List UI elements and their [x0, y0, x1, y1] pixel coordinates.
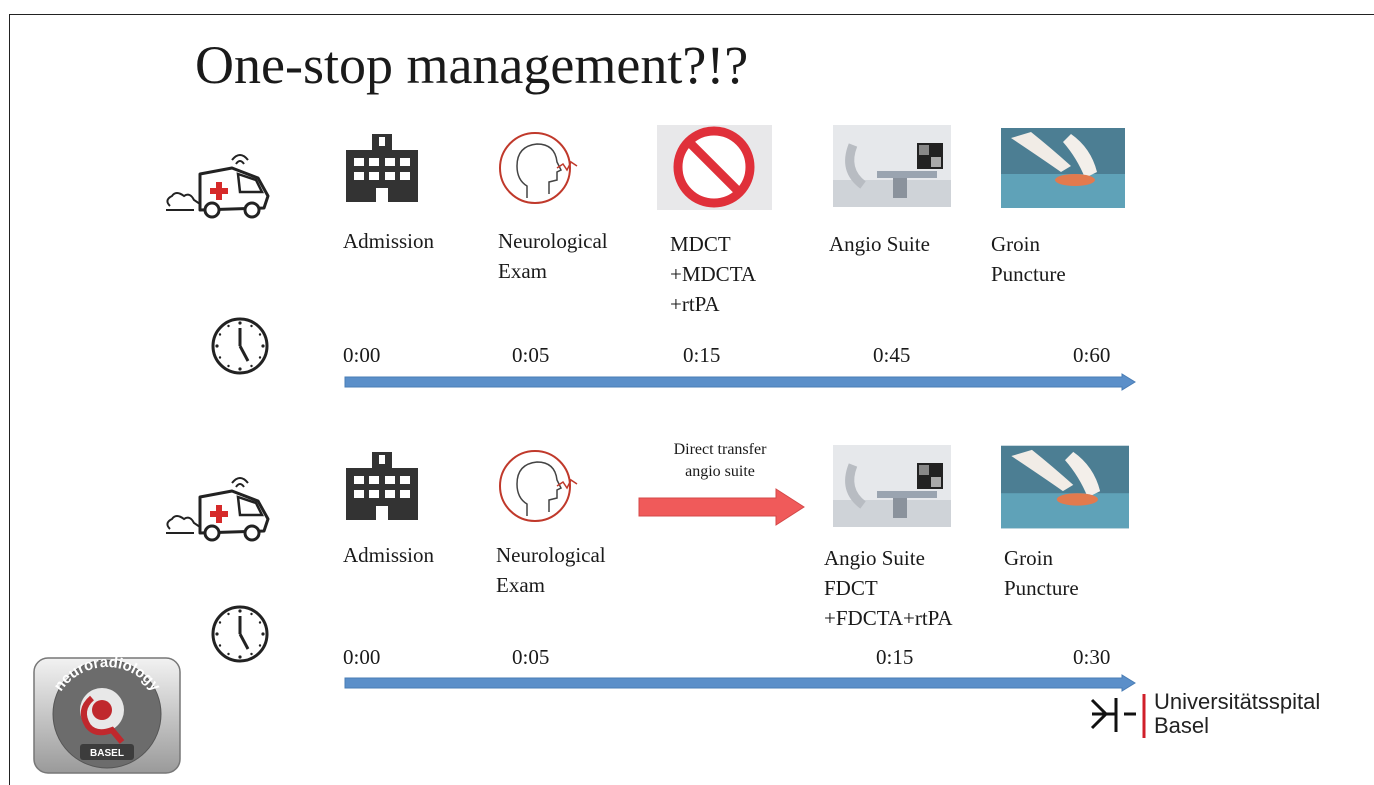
step-label-mdct: MDCT +MDCTA +rtPA: [670, 232, 756, 316]
time-label: 0:05: [512, 343, 550, 367]
slide-title: One-stop management?!?: [195, 35, 749, 95]
slide-border-top: [9, 14, 1374, 15]
clock-icon: [211, 605, 269, 663]
usb-logo-text: Universitätsspital Basel: [1154, 689, 1321, 738]
time-label: 0:45: [873, 343, 911, 367]
step-label-neuro-exam: Neurological Exam: [496, 543, 606, 597]
step-label-admission: Admission: [343, 543, 435, 567]
time-label: 0:30: [1073, 645, 1111, 669]
hospital-icon: [346, 452, 418, 520]
prohibited-icon: [657, 125, 772, 210]
ambulance-icon: [166, 477, 270, 542]
svg-text:BASEL: BASEL: [90, 748, 124, 759]
time-label: 0:05: [512, 645, 550, 669]
hospital-icon: [346, 134, 418, 202]
direct-transfer-arrow: [638, 488, 805, 526]
usb-logo-icon: [1090, 694, 1146, 738]
time-label: 0:00: [343, 343, 381, 367]
angio-suite-photo: [833, 125, 951, 207]
clock-icon: [211, 317, 269, 375]
time-label: 0:00: [343, 645, 381, 669]
direct-transfer-label: Direct transfer angio suite: [673, 441, 767, 480]
head-exam-icon: [499, 132, 578, 204]
time-label: 0:15: [683, 343, 721, 367]
angio-suite-photo: [833, 445, 951, 527]
step-label-angio-suite: Angio Suite: [829, 232, 930, 256]
step-label-groin-puncture: Groin Puncture: [1004, 546, 1079, 600]
step-label-groin-puncture: Groin Puncture: [991, 232, 1066, 286]
groin-puncture-photo: [1001, 445, 1129, 529]
slide-border-left: [9, 14, 10, 785]
groin-puncture-photo: [1001, 128, 1125, 208]
neuroradiology-basel-logo: neuroradiology BASEL: [33, 654, 181, 774]
step-label-admission: Admission: [343, 229, 435, 253]
timeline-arrow: [344, 373, 1136, 391]
timeline-arrow: [344, 674, 1136, 692]
step-label-neuro-exam: Neurological Exam: [498, 229, 608, 283]
step-label-angio-suite-fdct: Angio Suite FDCT +FDCTA+rtPA: [824, 546, 953, 630]
head-exam-icon: [499, 450, 578, 522]
ambulance-icon: [166, 154, 270, 219]
time-label: 0:15: [876, 645, 914, 669]
universitaetsspital-basel-logo: Universitätsspital Basel: [1090, 688, 1370, 748]
time-label: 0:60: [1073, 343, 1111, 367]
